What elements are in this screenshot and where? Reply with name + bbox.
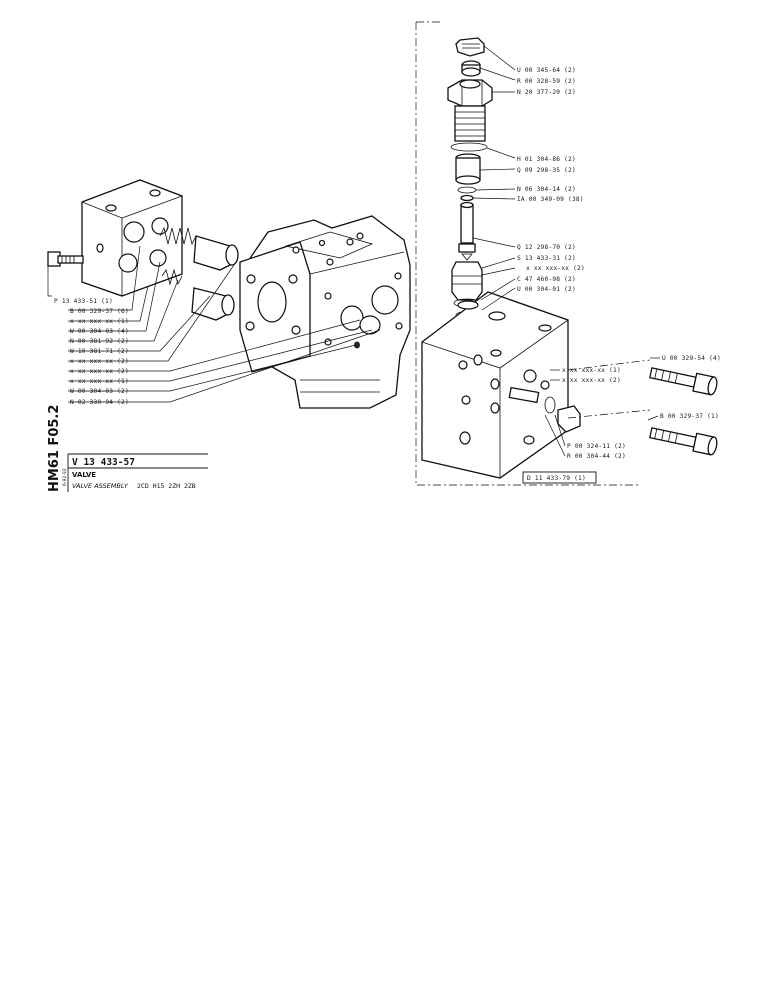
- spec: 2CD H15 2ZH 2ZB: [137, 482, 196, 490]
- callout-label: N 02 330-94 (2): [70, 399, 129, 406]
- subtitle: VALVE ASSEMBLY: [72, 482, 129, 490]
- assembly-boundary: [415, 22, 638, 486]
- callout-label: N 00 381-92 (2): [70, 338, 129, 345]
- callout-label: C 47 460-98 (2): [517, 276, 576, 283]
- callout-label: x xx xxx-xx (2): [562, 377, 621, 384]
- block-part-label: D 11 433-79 (1): [527, 475, 586, 482]
- cartridge-stack: [447, 37, 493, 319]
- callout-label: U 00 345-64 (2): [517, 67, 576, 74]
- sheet-code-small: 6-92-92: [62, 468, 68, 486]
- callout-label: IA 00 349-09 (38): [517, 196, 584, 203]
- callout-label: U 00 329-54 (4): [662, 355, 721, 362]
- callout-label: S 13 433-31 (2): [517, 255, 576, 262]
- bolt-left: [47, 251, 84, 267]
- callout-label: N 06 304-14 (2): [517, 186, 576, 193]
- callout-label: x xx xxx-xx (2): [70, 368, 129, 375]
- valve-block: [421, 291, 651, 479]
- callout-label: x xx xxx-xx (1): [562, 367, 621, 374]
- callout-label: x xx xxx-xx (2): [70, 358, 129, 365]
- callout-label: B 00 329-37 (6): [70, 308, 129, 315]
- leader-lines: [47, 45, 660, 457]
- title-block: V 13 433-57 VALVE VALVE ASSEMBLY 2CD H15…: [67, 453, 208, 492]
- callout-label: x xx xxx xx (1): [70, 318, 129, 325]
- callout-label: W 00 304-03 (4): [70, 328, 129, 335]
- right-callouts: U 00 345-64 (2) R 00 328-59 (2) N 20 377…: [517, 67, 721, 484]
- main-valve-body: [239, 215, 411, 409]
- cover-plate: [81, 179, 183, 297]
- callout-label: H 01 304-86 (2): [517, 156, 576, 163]
- callout-label: R 00 304-44 (2): [567, 453, 626, 460]
- part-number: V 13 433-57: [72, 457, 135, 468]
- bolts-right: [649, 367, 718, 456]
- sheet-code: HM61 F05.2: [47, 405, 62, 492]
- callout-label: P 13 433-51 (1): [54, 298, 113, 305]
- callout-label: R 00 328-59 (2): [517, 78, 576, 85]
- callout-label: N 20 377-20 (2): [517, 89, 576, 96]
- title: VALVE: [72, 471, 96, 479]
- callout-label: x xx xxx-xx (1): [70, 378, 129, 385]
- callout-label: U 00 304-01 (2): [517, 286, 576, 293]
- callout-label: W 00 304-03 (2): [70, 388, 129, 395]
- callout-label: P 00 324-11 (2): [567, 443, 626, 450]
- left-callouts: P 13 433-51 (1) B 00 329-37 (6) x xx xxx…: [54, 298, 129, 406]
- springs-pistons: [159, 226, 239, 321]
- callout-label: W 10 381-71 (2): [70, 348, 129, 355]
- callout-label: Q 09 298-35 (2): [517, 167, 576, 174]
- callout-label: Q 12 298-70 (2): [517, 244, 576, 251]
- callout-label: x xx xxx-xx (2): [526, 265, 585, 272]
- callout-label: B 00 329-37 (1): [660, 413, 719, 420]
